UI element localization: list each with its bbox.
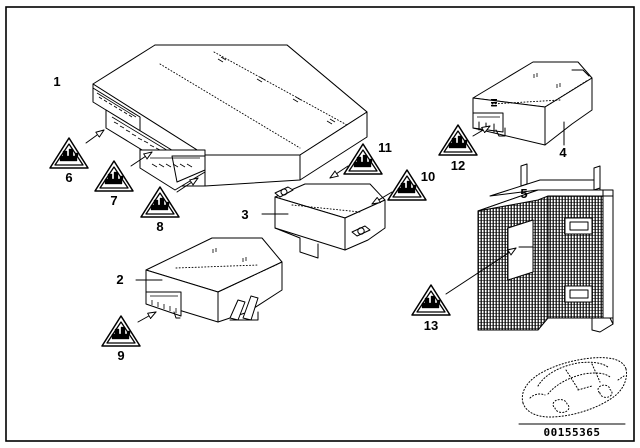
callout-7: 7 [110,193,117,208]
callout-13: 13 [424,318,438,333]
connector-slot-right [139,149,206,191]
connector-compact [472,112,506,137]
warning-marker-10 [387,169,427,201]
finned-unit-bracket-bottom [564,285,593,303]
socket-connector-icon [448,135,468,149]
warning-marker-7 [94,160,134,192]
socket-connector-icon [59,148,79,162]
callout-6: 6 [65,170,72,185]
callout-11: 11 [378,140,392,155]
warning-marker-12 [438,124,478,156]
warning-marker-9 [101,315,141,347]
socket-connector-icon [397,180,417,194]
arrow-leaders [85,126,516,323]
warning-marker-13 [411,284,451,316]
callout-8: 8 [156,219,163,234]
warning-marker-11 [343,143,383,175]
page-frame [5,6,635,442]
callout-9: 9 [117,348,124,363]
part-finned-power-unit [477,163,614,333]
callout-1: 1 [53,74,60,89]
part-control-module-compact [472,61,593,146]
connector-slot-left [92,87,141,132]
socket-connector-icon [353,154,373,168]
socket-connector-icon [111,326,131,340]
finned-unit-bracket-top [564,217,593,235]
callout-10: 10 [421,169,435,184]
callout-4: 4 [559,145,567,160]
socket-connector-icon [421,295,441,309]
drawing-number: 00155365 [544,426,601,439]
callout-2: 2 [116,272,123,287]
warning-marker-6 [49,137,89,169]
part-control-module-small [274,183,386,259]
socket-connector-icon [104,171,124,185]
part-control-module-medium [145,237,283,323]
part-control-module-large [92,44,368,191]
connector-medium [145,291,182,319]
warning-markers [49,124,478,347]
callout-3: 3 [241,207,248,222]
leader-lines [135,121,565,281]
callout-5: 5 [520,186,527,201]
warning-marker-8 [140,186,180,218]
callout-12: 12 [451,158,465,173]
socket-connector-icon [150,197,170,211]
car-silhouette-icon [521,357,627,418]
